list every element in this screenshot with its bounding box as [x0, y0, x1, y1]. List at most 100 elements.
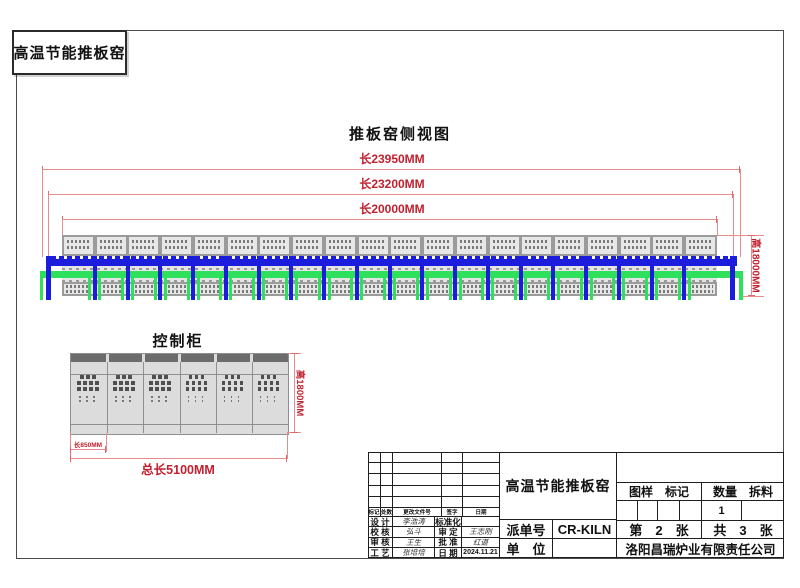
vent-pattern	[689, 240, 713, 250]
dim-label-850: 长850MM	[66, 440, 110, 449]
stamp-header-left: 图样 标记	[628, 485, 689, 499]
leg-green	[622, 271, 626, 300]
button-square	[149, 381, 153, 385]
button-square	[224, 375, 229, 379]
leg-green	[546, 271, 550, 300]
leg-green	[284, 271, 288, 300]
dim-line-850	[70, 446, 106, 453]
change-cell	[368, 474, 381, 486]
button-square	[221, 387, 226, 391]
leg-green	[88, 271, 92, 300]
product-name-cell: 高温节能推板窑	[500, 452, 617, 520]
cabinet-divider	[251, 362, 253, 433]
changes-header-cell: 签字	[442, 508, 463, 517]
button-square	[194, 396, 196, 398]
kiln-panel	[194, 237, 224, 254]
sheet-title-box: 高温节能推板窑	[12, 30, 127, 75]
stamp-mark-cell	[617, 501, 638, 521]
button-square	[259, 396, 262, 398]
leg-blue	[453, 256, 457, 300]
vent-pattern	[328, 240, 352, 250]
vent-pattern	[66, 240, 90, 250]
button-square	[239, 381, 244, 385]
unit-label-cell: 单 位	[500, 539, 553, 558]
button-square	[83, 387, 87, 391]
change-cell	[381, 496, 393, 508]
leg-green	[317, 271, 321, 300]
kiln-panel-low	[587, 284, 617, 294]
signature-value-cell: 王志刚	[462, 527, 500, 538]
change-cell	[393, 496, 442, 508]
kiln-panel-low	[260, 284, 290, 294]
button-square	[158, 396, 160, 398]
vent-pattern	[165, 240, 189, 250]
button-square	[95, 381, 99, 385]
vent-pattern	[196, 285, 222, 293]
signature-name-cell: 张培培	[393, 547, 435, 558]
signature-role-cell: 设 计	[368, 517, 393, 528]
button-square	[89, 381, 93, 385]
vent-pattern	[655, 285, 681, 293]
dim-label-kiln-height: 高18000MM	[750, 231, 764, 301]
button-square	[188, 375, 192, 379]
leg-green	[739, 271, 743, 300]
dim-line-height-kiln	[748, 235, 755, 296]
button-square	[83, 381, 87, 385]
signature-value-cell: 红谌	[462, 537, 500, 548]
stamp-blank-cell	[617, 452, 784, 483]
kiln-panel-low	[227, 284, 257, 294]
leg-green	[40, 271, 43, 300]
button-square	[79, 396, 81, 398]
kiln-panel-low	[555, 284, 585, 294]
leg-blue	[191, 256, 195, 300]
kiln-panel	[260, 237, 290, 254]
vent-pattern	[656, 240, 680, 250]
button-square	[119, 381, 123, 385]
kiln-panel	[620, 237, 650, 254]
dim-conn-bottom	[743, 296, 764, 297]
kiln-panel	[424, 237, 454, 254]
sheet-current-cell: 第 2 张	[617, 521, 702, 539]
button-square	[93, 396, 95, 398]
button-square	[92, 375, 96, 379]
button-square	[257, 381, 262, 385]
signature-role2-cell: 审 定	[435, 527, 462, 538]
vent-pattern	[263, 240, 287, 250]
kiln-panel	[555, 237, 585, 254]
button-square	[266, 375, 271, 379]
button-square	[191, 387, 195, 391]
order-label: 派单号	[506, 522, 546, 538]
dim-ext-line	[717, 219, 718, 236]
change-cell	[393, 452, 442, 464]
vent-pattern	[262, 285, 288, 293]
button-square	[187, 396, 189, 398]
kiln-panel	[63, 237, 93, 254]
kiln-panel	[358, 237, 388, 254]
signature-name-cell: 王生	[393, 537, 435, 548]
dim-label-5100: 总长5100MM	[108, 461, 248, 477]
button-square	[77, 381, 81, 385]
dim-label-23200: 长23200MM	[312, 176, 472, 191]
button-square	[269, 381, 274, 385]
leg-blue	[420, 256, 425, 300]
kiln-green-rail	[40, 271, 743, 278]
leg-green	[556, 271, 560, 300]
leg-green	[294, 271, 298, 300]
button-square	[273, 400, 276, 402]
button-square	[194, 400, 196, 402]
kiln-top-band	[62, 235, 717, 256]
leg-green	[655, 271, 658, 300]
button-square	[165, 400, 167, 402]
sheet-total-cell: 共 3 张	[702, 521, 784, 539]
dim-text: 长850MM	[73, 442, 103, 449]
button-square	[129, 396, 131, 398]
sheet-title-text: 高温节能推板窑	[13, 46, 126, 62]
dim-text: 高1800MM	[294, 369, 305, 417]
button-square	[275, 387, 280, 391]
button-square	[122, 396, 124, 398]
kiln-panel	[489, 237, 519, 254]
leg-green	[121, 271, 124, 300]
leg-green	[153, 271, 157, 300]
leg-green	[612, 271, 616, 300]
leg-blue	[158, 256, 163, 300]
